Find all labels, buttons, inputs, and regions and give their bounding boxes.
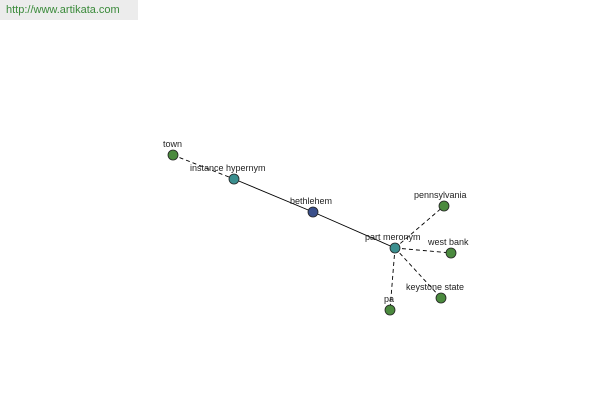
label-pa: pa [384, 294, 394, 304]
node-pa[interactable] [384, 304, 396, 316]
watermark-url: http://www.artikata.com [0, 0, 138, 20]
edge-part-meronym-to-pa [389, 247, 396, 311]
graph-nodes: town instance hypernym bethlehem part meron… [163, 139, 469, 316]
label-part-meronym: part meronym [365, 232, 421, 242]
node-keystone-state[interactable] [435, 292, 447, 304]
label-town: town [163, 139, 182, 149]
node-part-meronym[interactable] [389, 242, 401, 254]
graph-edges [172, 154, 452, 311]
edge-part-meronym-to-keystone-state [394, 247, 442, 299]
node-pennsylvania[interactable] [438, 200, 450, 212]
node-bethlehem[interactable] [307, 206, 319, 218]
label-instance-hypernym: instance hypernym [190, 163, 266, 173]
node-west-bank[interactable] [445, 247, 457, 259]
label-west-bank: west bank [427, 237, 469, 247]
node-instance-hypernym[interactable] [228, 173, 240, 185]
label-bethlehem: bethlehem [290, 196, 332, 206]
edge-bethlehem-to-part-meronym [312, 211, 396, 249]
node-town[interactable] [167, 149, 179, 161]
edge-part-meronym-to-pennsylvania [394, 205, 445, 249]
edge-part-meronym-to-west-bank [394, 247, 452, 254]
edge-town-to-instance-hypernym [172, 154, 235, 180]
edge-instance-hypernym-to-bethlehem [233, 178, 314, 213]
label-keystone-state: keystone state [406, 282, 464, 292]
label-pennsylvania: pennsylvania [414, 190, 467, 200]
